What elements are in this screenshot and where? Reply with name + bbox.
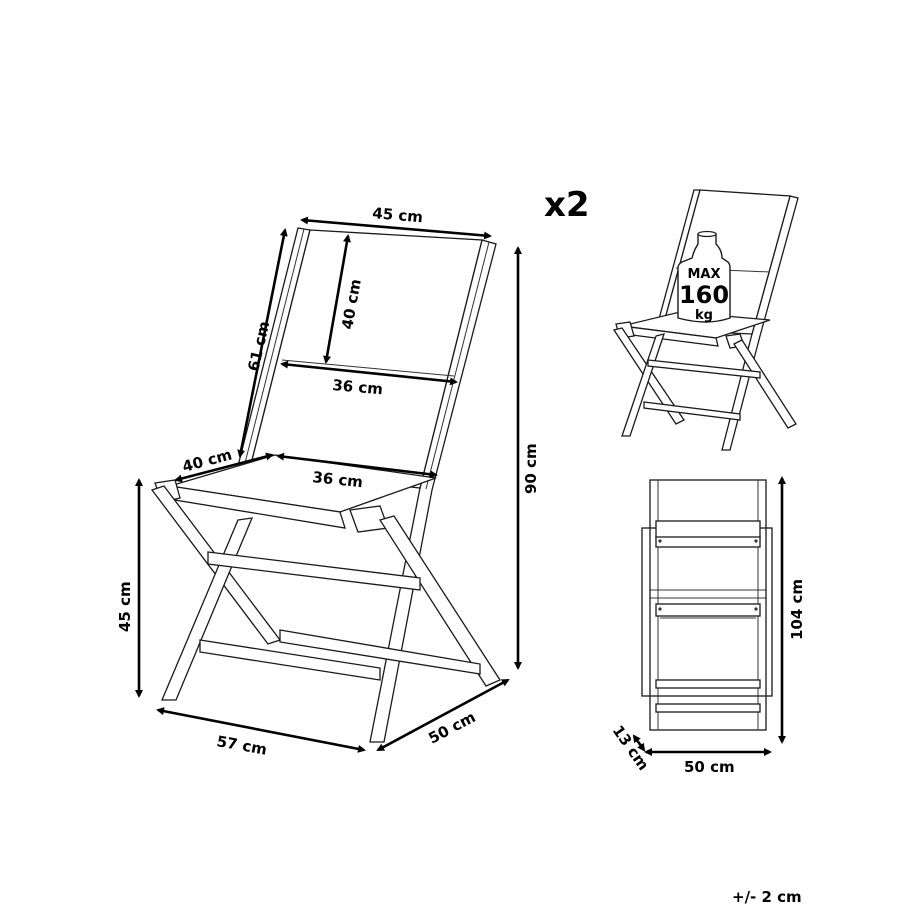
weight-unit: kg bbox=[695, 308, 713, 323]
dim-seat-width: 36 cm bbox=[312, 468, 364, 491]
weight-icon bbox=[677, 230, 731, 323]
dim-backrest-top-width: 45 cm bbox=[372, 204, 424, 226]
main-dimension-arrows bbox=[135, 216, 522, 753]
tolerance-note: +/- 2 cm bbox=[732, 888, 802, 906]
dim-width: 50 cm bbox=[425, 708, 478, 748]
dim-seat-height: 45 cm bbox=[116, 581, 134, 632]
main-chair-drawing bbox=[150, 227, 501, 743]
dim-folded-height: 104 cm bbox=[788, 579, 806, 640]
dim-depth: 57 cm bbox=[215, 732, 268, 759]
dim-folded-thickness: 13 cm bbox=[609, 722, 653, 774]
weight-max-label: MAX bbox=[687, 267, 720, 282]
dim-total-height: 90 cm bbox=[522, 443, 540, 494]
dim-folded-width: 50 cm bbox=[684, 758, 735, 776]
weight-value: 160 bbox=[679, 281, 729, 309]
folded-dimension-arrows bbox=[632, 476, 786, 756]
dim-backrest-panel-width: 36 cm bbox=[332, 376, 384, 398]
folded-chair-drawing bbox=[641, 479, 773, 731]
quantity-label: x2 bbox=[544, 185, 590, 225]
